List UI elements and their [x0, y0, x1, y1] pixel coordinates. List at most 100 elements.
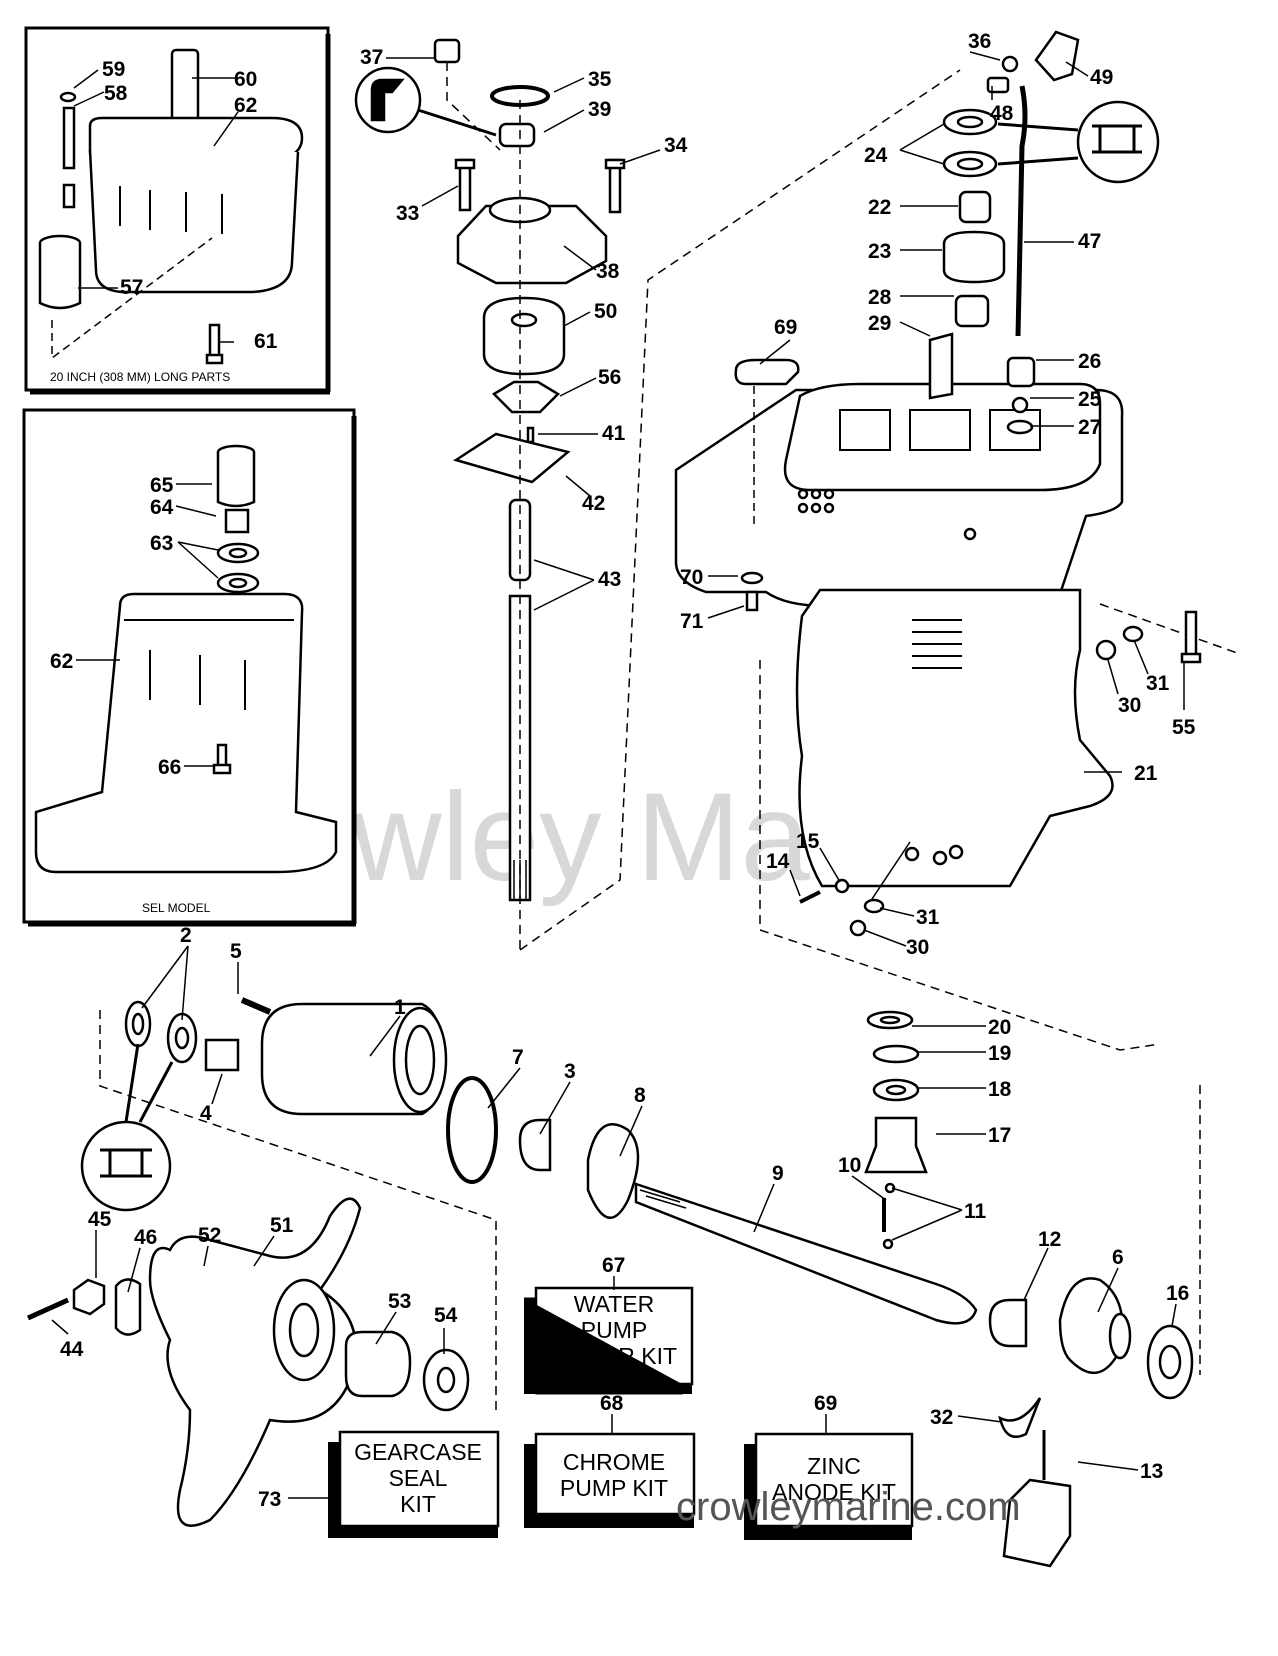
part-61-bolt [205, 323, 224, 365]
label-57: 57 [120, 276, 143, 299]
label-35: 35 [588, 68, 612, 91]
kit-zinc-anode-line1: ZINC [807, 1453, 861, 1479]
label-31-bottom: 31 [916, 906, 940, 929]
label-63: 63 [150, 532, 173, 555]
kit-gearcase-seal-line1: GEARCASE [354, 1439, 482, 1465]
watermark-url: crowleymarine.com [676, 1485, 1021, 1529]
kit-zinc-anode: ZINC ANODE KIT [744, 1432, 914, 1540]
label-66: 66 [158, 756, 181, 779]
upper-bearing-group [928, 30, 1160, 435]
label-70: 70 [680, 566, 703, 589]
part-62-housing-long [88, 116, 304, 294]
label-6: 6 [1112, 1246, 1124, 1269]
callout-labels: 59 60 58 62 57 61 37 35 39 34 33 38 50 5… [50, 30, 1196, 1511]
label-46: 46 [134, 1226, 157, 1249]
label-53: 53 [388, 1290, 411, 1313]
inset-top-caption: 20 INCH (308 MM) LONG PARTS [50, 370, 230, 384]
label-54: 54 [434, 1304, 458, 1327]
label-14: 14 [766, 850, 790, 873]
label-28: 28 [868, 286, 892, 309]
label-65: 65 [150, 474, 174, 497]
label-36: 36 [968, 30, 991, 53]
label-18: 18 [988, 1078, 1012, 1101]
label-69-kit: 69 [814, 1392, 837, 1415]
inset-bottom-caption: SEL MODEL [142, 901, 211, 915]
label-41: 41 [602, 422, 626, 445]
label-10: 10 [838, 1154, 861, 1177]
part-57-sleeve [38, 234, 82, 310]
label-56: 56 [598, 366, 621, 389]
label-45: 45 [88, 1208, 112, 1231]
bearing-housing-group [80, 997, 640, 1219]
kit-water-pump: WATER PUMP REPAIR KIT [524, 1286, 694, 1395]
label-58: 58 [104, 82, 128, 105]
inset-sel-model: SEL MODEL [22, 408, 357, 927]
label-33: 33 [396, 202, 419, 225]
label-51: 51 [270, 1214, 294, 1237]
label-30-bottom: 30 [906, 936, 929, 959]
label-17: 17 [988, 1124, 1011, 1147]
label-67: 67 [602, 1254, 625, 1277]
kit-chrome-pump-line2: PUMP KIT [560, 1475, 668, 1501]
part-65-sleeve [216, 444, 256, 508]
part-62-housing-sel [34, 592, 338, 874]
label-48: 48 [990, 102, 1014, 125]
label-37: 37 [360, 46, 383, 69]
kit-water-pump-line1: WATER [574, 1291, 655, 1317]
label-32: 32 [930, 1406, 953, 1429]
label-25: 25 [1078, 388, 1102, 411]
label-43: 43 [598, 568, 621, 591]
label-30-right: 30 [1118, 694, 1141, 717]
small-fasteners [740, 571, 1202, 937]
label-62-sel: 62 [50, 650, 73, 673]
part-69-anode [734, 358, 800, 386]
label-38: 38 [596, 260, 620, 283]
label-69-top: 69 [774, 316, 797, 339]
label-47: 47 [1078, 230, 1101, 253]
label-68: 68 [600, 1392, 624, 1415]
label-20: 20 [988, 1016, 1011, 1039]
label-22: 22 [868, 196, 891, 219]
label-60: 60 [234, 68, 257, 91]
label-2: 2 [180, 924, 192, 947]
inset-20-inch-parts: 20 INCH (308 MM) LONG PARTS [24, 26, 331, 395]
kit-chrome-pump: CHROME PUMP KIT [524, 1432, 696, 1528]
label-19: 19 [988, 1042, 1011, 1065]
label-52: 52 [198, 1224, 221, 1247]
label-3: 3 [564, 1060, 576, 1083]
kit-water-pump-line3: REPAIR KIT [551, 1343, 677, 1369]
kit-water-pump-line2: PUMP [581, 1317, 647, 1343]
label-61: 61 [254, 330, 278, 353]
label-4: 4 [200, 1102, 212, 1125]
label-34: 34 [664, 134, 688, 157]
label-55: 55 [1172, 716, 1196, 739]
kit-gearcase-seal-line2: SEAL [389, 1465, 448, 1491]
label-13: 13 [1140, 1460, 1163, 1483]
label-64: 64 [150, 496, 174, 519]
label-29: 29 [868, 312, 891, 335]
label-1: 1 [394, 996, 406, 1019]
callout-leaders [51, 51, 1185, 1499]
gearcase-housing [674, 382, 1124, 888]
kit-gearcase-seal-line3: KIT [400, 1491, 436, 1517]
label-59: 59 [102, 58, 125, 81]
label-62-top: 62 [234, 94, 257, 117]
label-27: 27 [1078, 416, 1101, 439]
label-39: 39 [588, 98, 611, 121]
label-31-right: 31 [1146, 672, 1170, 695]
label-24: 24 [864, 144, 888, 167]
kit-chrome-pump-line1: CHROME [563, 1449, 665, 1475]
propeller-group [26, 1197, 470, 1527]
label-12: 12 [1038, 1228, 1061, 1251]
part-64-bushing [224, 508, 250, 534]
propeller-shaft-group [634, 1010, 1194, 1568]
label-23: 23 [868, 240, 891, 263]
label-73: 73 [258, 1488, 281, 1511]
label-8: 8 [634, 1084, 646, 1107]
label-21: 21 [1134, 762, 1158, 785]
label-16: 16 [1166, 1282, 1189, 1305]
label-9: 9 [772, 1162, 784, 1185]
label-26: 26 [1078, 350, 1101, 373]
label-50: 50 [594, 300, 617, 323]
label-7: 7 [512, 1046, 524, 1069]
